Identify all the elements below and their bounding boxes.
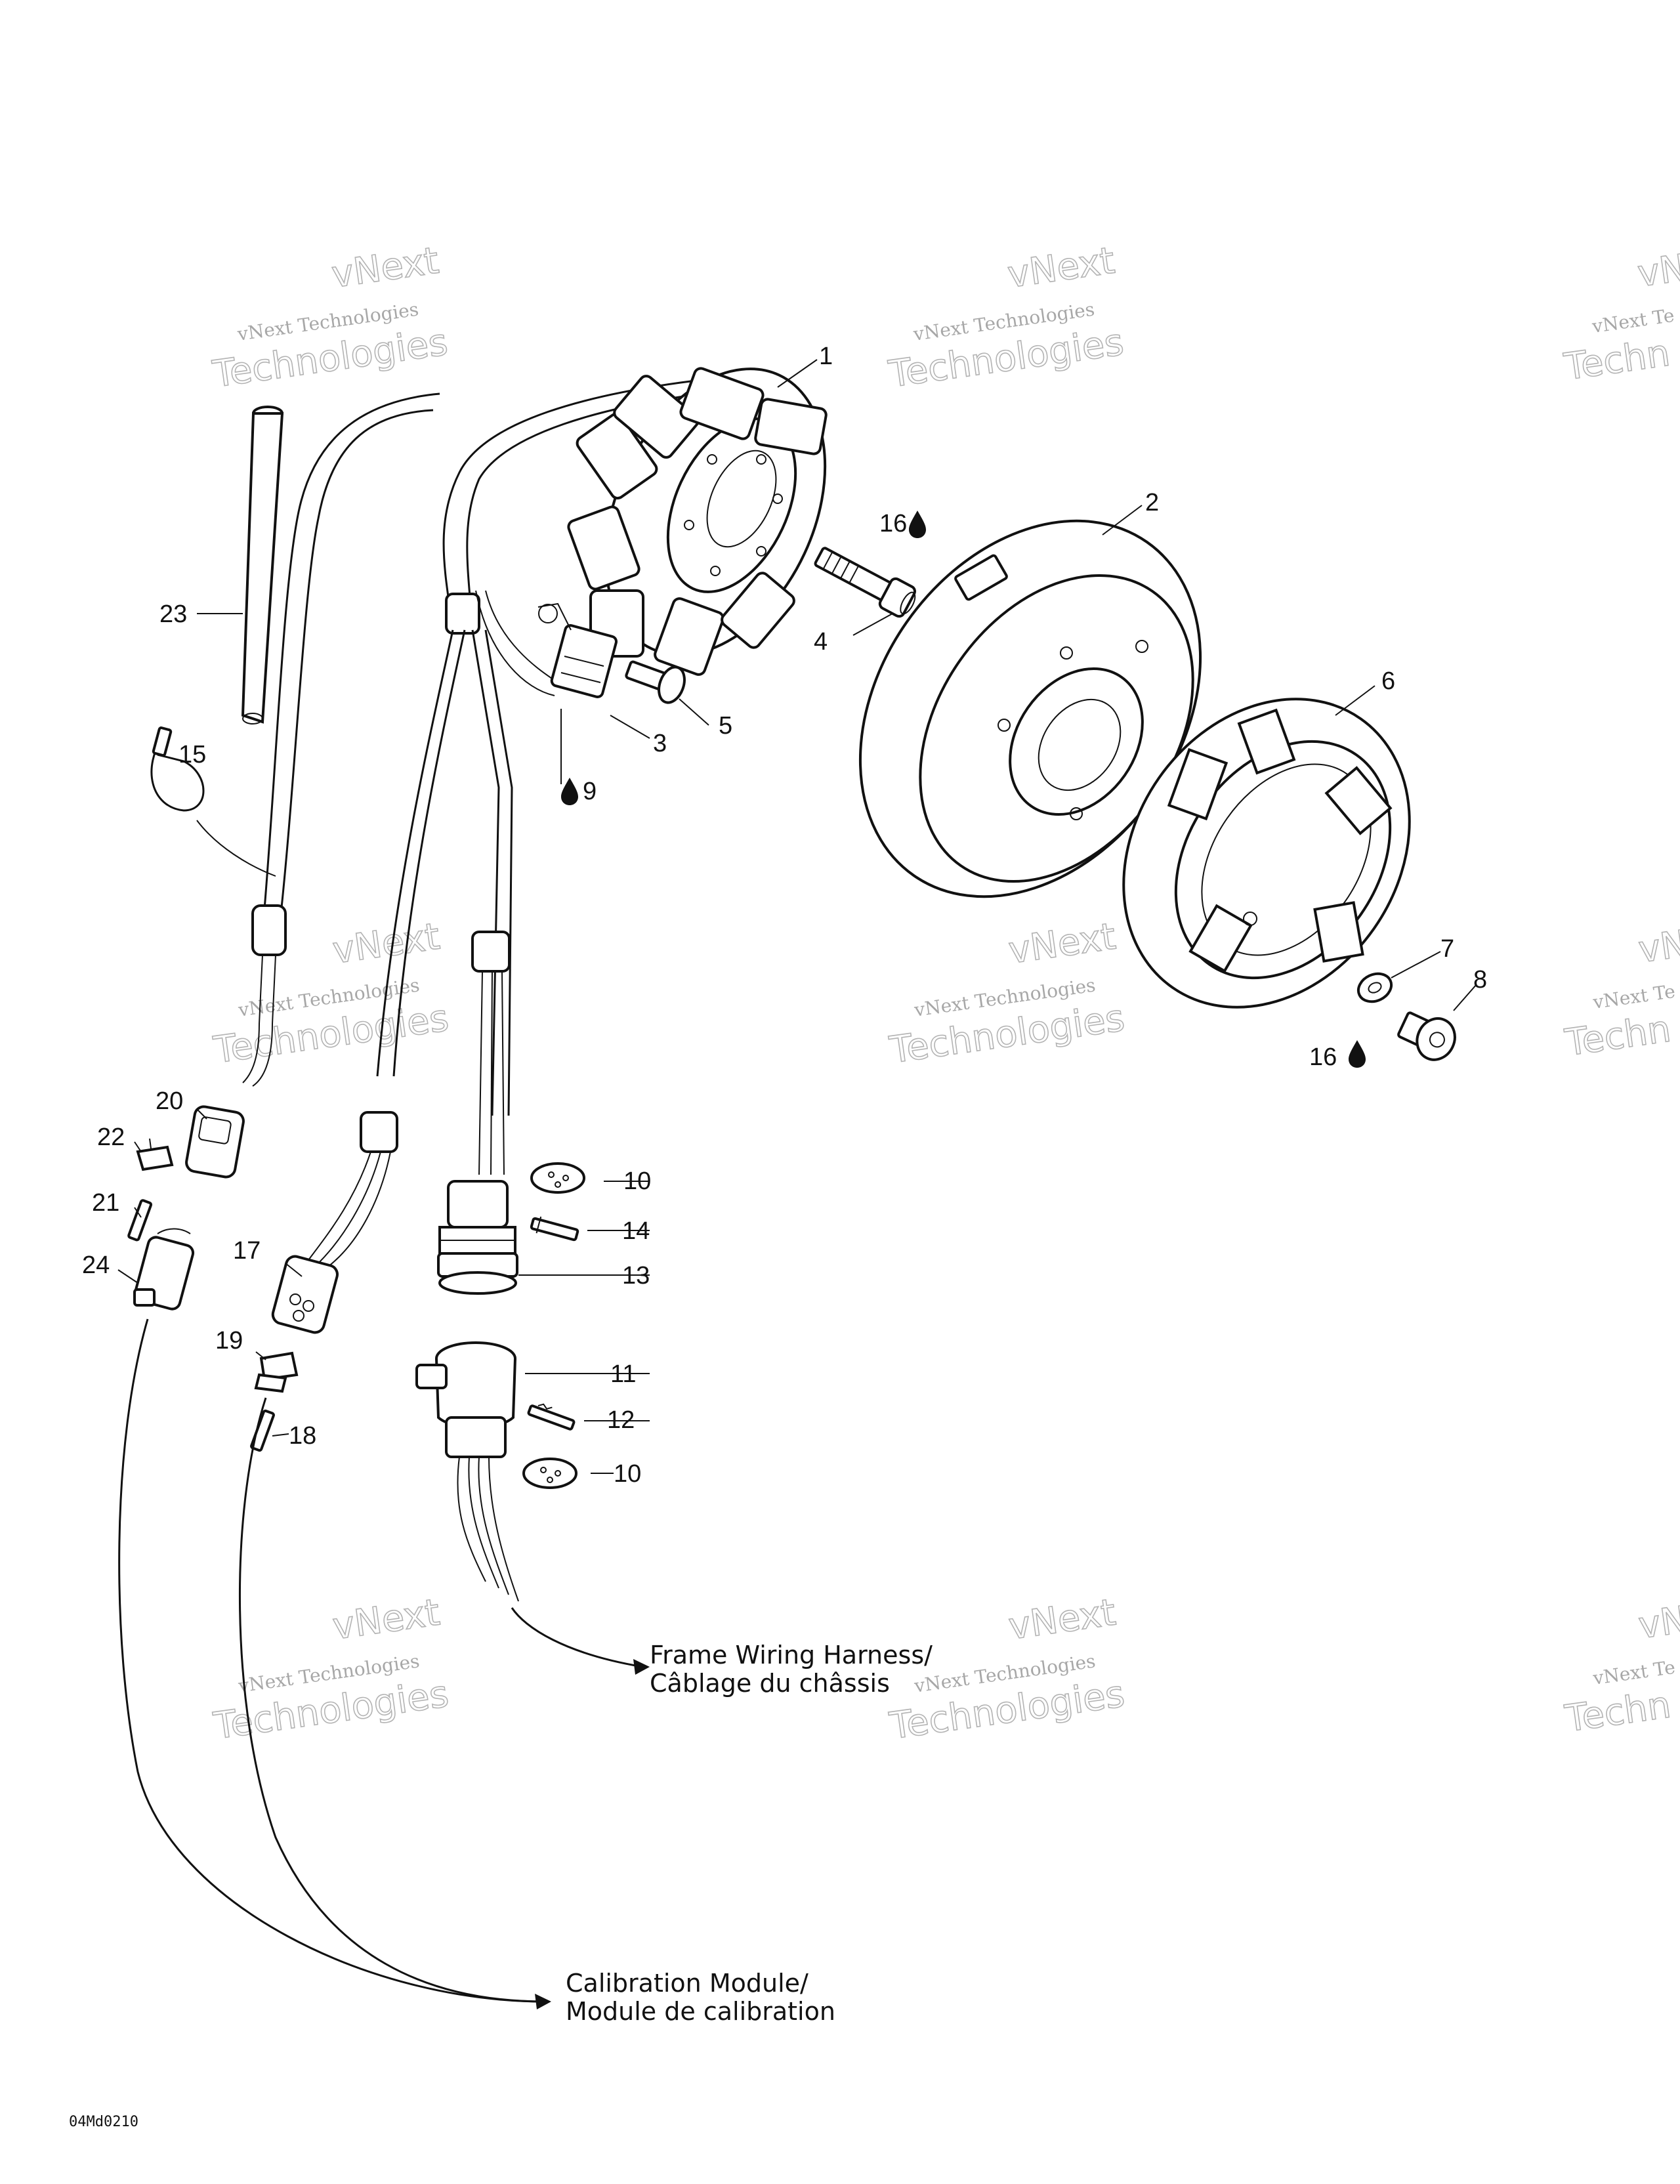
- callout-1: 1: [819, 343, 833, 370]
- watermark-r1-c: vNe vNext Te Techn: [1561, 243, 1680, 389]
- callout-3: 3: [653, 730, 667, 757]
- bolt-8: [1397, 1011, 1456, 1061]
- svg-text:vNe: vNe: [1636, 919, 1680, 972]
- seal-10-upper: [530, 1162, 585, 1194]
- screw-4: [814, 547, 916, 618]
- terminal-21: [127, 1199, 153, 1242]
- callout-11: 11: [610, 1360, 636, 1388]
- watermark-r2-c: vNe vNext Te Techn: [1562, 919, 1680, 1065]
- connector-24: [133, 1228, 195, 1311]
- drawing-code: 04Md0210: [69, 2114, 138, 2130]
- watermark-r3-b: vNext vNext Technologies Technologies: [887, 1591, 1128, 1748]
- connector-17: [271, 1255, 339, 1334]
- watermark-r3-c: vNe vNext Te Techn: [1562, 1595, 1680, 1741]
- callout-7: 7: [1440, 935, 1454, 963]
- connector-20: [185, 1105, 245, 1179]
- svg-text:Techn: Techn: [1563, 1007, 1673, 1064]
- trigger-coil: [537, 602, 618, 698]
- callout-24: 24: [82, 1251, 110, 1279]
- watermark-group: vNext vNext Technologies Technologies vN…: [209, 239, 1680, 1748]
- leader-lines: [117, 359, 1477, 1474]
- calibration-module-label-fr: Module de calibration: [566, 1997, 835, 2026]
- callout-18: 18: [289, 1422, 316, 1450]
- svg-text:vNext: vNext: [329, 240, 442, 297]
- stator: [567, 367, 828, 676]
- callout-21: 21: [92, 1189, 119, 1217]
- callout-23: 23: [159, 600, 187, 628]
- callout-22: 22: [97, 1124, 125, 1151]
- callout-19: 19: [215, 1327, 243, 1354]
- terminal-14: [530, 1216, 579, 1242]
- starter-ring: [1122, 698, 1411, 1009]
- svg-text:vNe: vNe: [1636, 1595, 1680, 1648]
- connector-13: [437, 1180, 518, 1295]
- watermark-r2-b: vNext vNext Technologies Technologies: [887, 915, 1128, 1072]
- svg-text:vNext: vNext: [1005, 240, 1118, 297]
- callout-20: 20: [156, 1087, 183, 1115]
- frame-harness-label-en: Frame Wiring Harness/: [650, 1641, 933, 1670]
- svg-text:Techn: Techn: [1561, 332, 1672, 389]
- callout-10-upper: 10: [623, 1167, 651, 1195]
- cable-tie-15: [150, 726, 205, 812]
- svg-text:vNe: vNe: [1635, 243, 1680, 296]
- frame-harness-label-fr: Câblage du châssis: [650, 1669, 890, 1698]
- washer-7: [1356, 972, 1393, 1003]
- callout-17: 17: [233, 1237, 261, 1265]
- seal-10-lower: [522, 1458, 578, 1489]
- svg-text:vNext: vNext: [330, 1591, 442, 1648]
- callout-13: 13: [622, 1262, 650, 1290]
- connector-11: [415, 1341, 519, 1602]
- callout-16-lower: 16: [1309, 1043, 1337, 1071]
- watermark-r1-a: vNext vNext Technologies Technologies: [209, 239, 451, 396]
- lock-22: [136, 1138, 174, 1171]
- callout-labels: 1 2 3 4 5 6 7 8 9 10 10 11 12 13 14 15 1…: [82, 343, 1487, 1488]
- callout-8: 8: [1473, 966, 1487, 994]
- svg-text:vNext: vNext: [330, 915, 442, 973]
- callout-12: 12: [607, 1406, 635, 1434]
- callout-16-upper: 16: [879, 510, 907, 537]
- wiring-harness: [242, 379, 703, 1267]
- callout-10-lower: 10: [614, 1460, 641, 1488]
- watermark-r3-a: vNext vNext Technologies Technologies: [211, 1591, 452, 1748]
- callout-14: 14: [622, 1217, 650, 1245]
- watermark-r1-b: vNext vNext Technologies Technologies: [885, 239, 1127, 396]
- oil-drop-icon: [1349, 1040, 1366, 1068]
- destination-labels: Frame Wiring Harness/ Câblage du châssis…: [566, 1641, 933, 2026]
- svg-text:Techn: Techn: [1563, 1683, 1673, 1740]
- tube-23: [241, 406, 284, 724]
- screw-5: [625, 660, 686, 704]
- svg-text:vNext: vNext: [1006, 1591, 1118, 1648]
- terminal-12: [527, 1403, 576, 1431]
- callout-4: 4: [814, 628, 828, 656]
- calibration-module-label-en: Calibration Module/: [566, 1969, 808, 1998]
- oil-drop-icon: [561, 778, 578, 805]
- callout-15: 15: [178, 741, 206, 768]
- callout-2: 2: [1145, 489, 1159, 516]
- callout-6: 6: [1381, 667, 1395, 695]
- destination-arrows: [118, 1318, 650, 2009]
- lock-19: [254, 1351, 299, 1393]
- svg-text:vNext: vNext: [1006, 915, 1118, 973]
- oil-drop-icon: [909, 511, 926, 538]
- callout-9: 9: [583, 778, 597, 805]
- watermark-r2-a: vNext vNext Technologies Technologies: [211, 915, 452, 1072]
- callout-5: 5: [719, 712, 732, 740]
